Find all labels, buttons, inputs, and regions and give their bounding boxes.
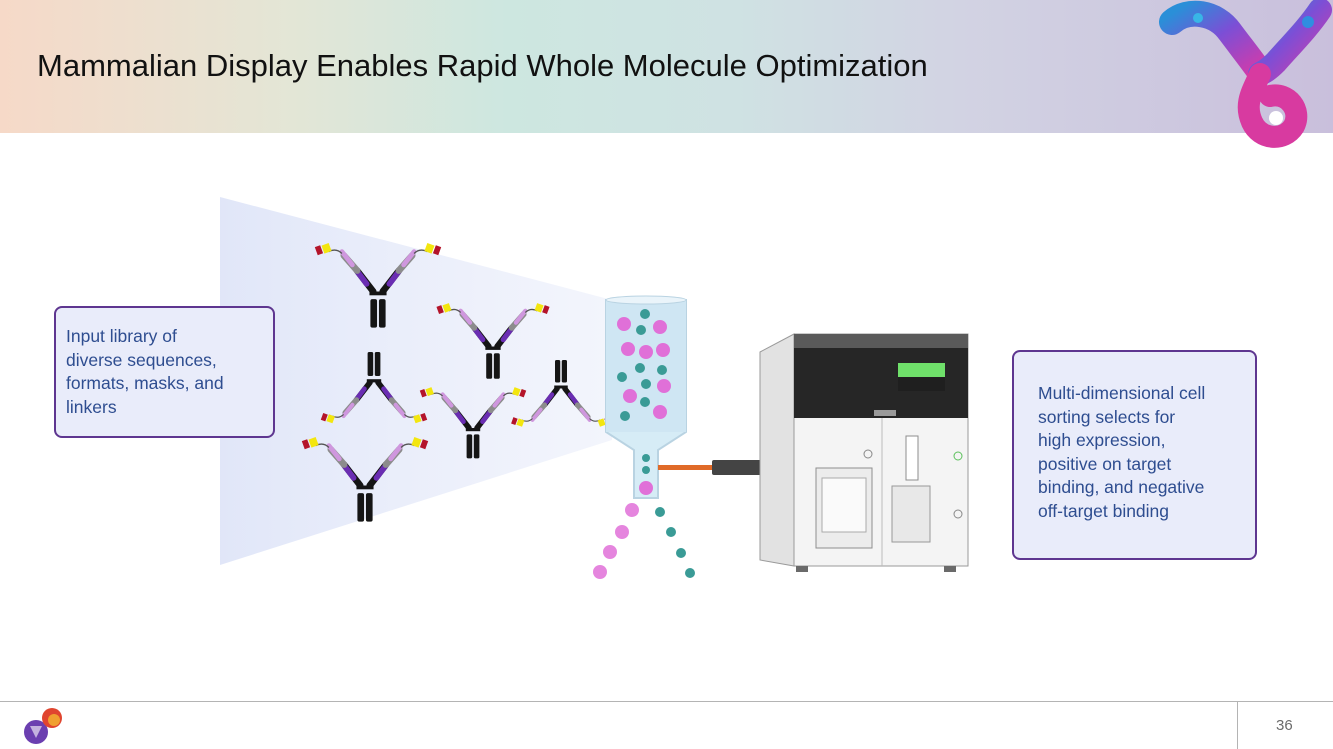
callout-line: high expression, bbox=[1038, 430, 1166, 450]
antibody-protein-icon bbox=[1159, 0, 1332, 148]
antibody-icon bbox=[302, 437, 428, 522]
callout-line: Input library of bbox=[66, 326, 177, 346]
antibody-icon bbox=[436, 303, 549, 379]
footer-divider bbox=[1237, 702, 1238, 749]
page-title: Mammalian Display Enables Rapid Whole Mo… bbox=[37, 48, 928, 83]
footer-rule bbox=[0, 701, 1333, 702]
sorted-cells bbox=[593, 503, 695, 579]
antibody-icon bbox=[315, 243, 441, 328]
cell-sorting-callout: Multi-dimensional cell sorting selects f… bbox=[1012, 350, 1257, 560]
callout-line: linkers bbox=[66, 396, 117, 417]
antibody-icon bbox=[511, 360, 611, 427]
antibody-icon bbox=[321, 352, 427, 423]
callout-line: Multi-dimensional cell bbox=[1038, 383, 1206, 403]
page-number: 36 bbox=[1276, 717, 1293, 734]
callout-line: diverse sequences, bbox=[66, 349, 217, 370]
laser-beam bbox=[658, 465, 714, 470]
header-banner bbox=[0, 0, 1333, 133]
callout-line: positive on target bbox=[1038, 453, 1172, 474]
cell-population bbox=[617, 309, 671, 495]
callout-line: formats, masks, and bbox=[66, 373, 224, 393]
laser-emitter bbox=[712, 460, 762, 475]
callout-line: sorting selects for bbox=[1038, 406, 1176, 427]
company-logo-icon bbox=[24, 708, 62, 744]
antibody-icon bbox=[420, 387, 526, 458]
cell-sorter-instrument-icon bbox=[759, 333, 969, 572]
input-library-callout: Input library of diverse sequences, form… bbox=[54, 306, 275, 438]
callout-line: off-target binding bbox=[1038, 500, 1170, 521]
callout-line: binding, and negative bbox=[1038, 477, 1205, 497]
